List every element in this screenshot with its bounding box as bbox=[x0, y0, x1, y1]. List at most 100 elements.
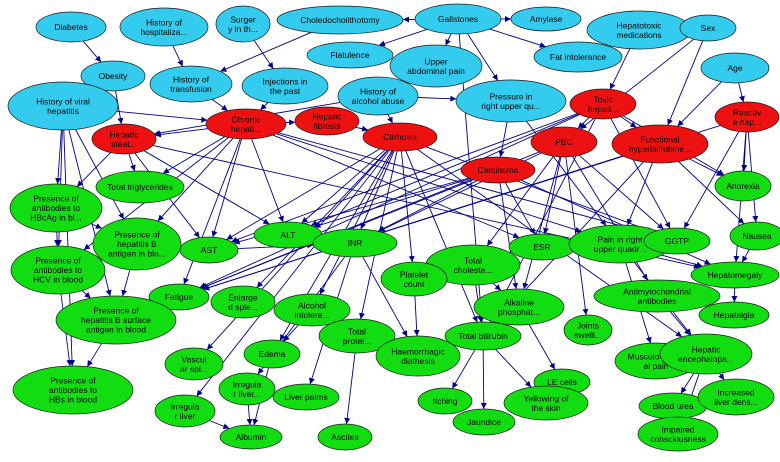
edge-pbc-to-esr bbox=[542, 156, 562, 235]
node-inr[interactable]: INR bbox=[312, 228, 398, 258]
edge-cirrhosis-to-inr bbox=[360, 150, 395, 230]
node-ellipse bbox=[659, 333, 753, 375]
edge-chronichep-to-hbag bbox=[157, 137, 234, 222]
node-ascites[interactable]: Ascites bbox=[317, 423, 373, 451]
edge-hepfibrosis-to-cirrhosis bbox=[355, 125, 369, 132]
node-functional[interactable]: Functionalhyperbilirubine... bbox=[611, 124, 709, 164]
edge-chronichep-to-steatosis bbox=[154, 128, 209, 138]
node-choledo[interactable]: Choledocholithotomy bbox=[276, 5, 404, 35]
node-edema[interactable]: Edema bbox=[243, 339, 301, 369]
node-chronichep[interactable]: Chronichepati... bbox=[205, 108, 287, 140]
node-ast[interactable]: AST bbox=[179, 236, 239, 264]
edge-inr-to-haemdiath bbox=[362, 256, 408, 337]
node-ellipse bbox=[698, 301, 770, 329]
nodes-layer: Diabetes History ofhospitaliza...Surgery … bbox=[7, 3, 780, 452]
node-hosp[interactable]: History ofhospitaliza... bbox=[119, 7, 209, 47]
node-ellipse bbox=[679, 14, 737, 42]
edge-hepenceph-to-bloodurea bbox=[680, 373, 695, 394]
node-ellipse bbox=[586, 10, 692, 50]
edge-cirrhosis-to-ast bbox=[226, 148, 381, 240]
node-sex[interactable]: Sex bbox=[679, 14, 737, 42]
node-fatintol[interactable]: Fat intolerance bbox=[533, 41, 623, 73]
node-hepenceph[interactable]: Hepaticencephalopa... bbox=[659, 333, 753, 375]
node-flatulence[interactable]: Flatulence bbox=[306, 41, 394, 69]
node-ellipse bbox=[510, 6, 582, 32]
node-jaundice[interactable]: Jaundice bbox=[452, 408, 516, 436]
node-gallstones[interactable]: Gallstones bbox=[414, 3, 502, 35]
node-steatosis[interactable]: Hepaticsteat... bbox=[91, 123, 157, 155]
node-bloodurea[interactable]: Blood urea bbox=[638, 392, 708, 420]
edge-toxichep-to-ast bbox=[231, 113, 578, 243]
node-toxichep[interactable]: Toxichepati... bbox=[569, 88, 637, 120]
node-ellipse bbox=[533, 41, 623, 73]
node-ellipse bbox=[7, 81, 119, 131]
node-alt[interactable]: ALT bbox=[253, 221, 323, 249]
node-hepatalgia[interactable]: Hepatalgia bbox=[698, 301, 770, 329]
node-age[interactable]: Age bbox=[700, 52, 770, 84]
node-pbc[interactable]: PBC bbox=[530, 126, 598, 158]
node-ellipse bbox=[210, 285, 276, 319]
node-cirrhosis[interactable]: Cirrhosis bbox=[362, 122, 438, 152]
node-triglyc[interactable]: Total triglycerides bbox=[95, 170, 185, 204]
node-amylase[interactable]: Amylase bbox=[510, 6, 582, 32]
node-ellipse bbox=[380, 261, 448, 297]
node-itching[interactable]: Itching bbox=[417, 387, 473, 415]
node-ellipse bbox=[241, 67, 329, 105]
edge-gallstones-to-pressure bbox=[467, 33, 499, 81]
node-hepatomegaly[interactable]: Hepatomegaly bbox=[690, 261, 780, 289]
node-ggtp[interactable]: GGTP bbox=[643, 227, 711, 255]
node-carcinoma[interactable]: Carcinoma bbox=[460, 156, 536, 184]
node-ellipse bbox=[306, 41, 394, 69]
node-totalbili[interactable]: Total bilirubin bbox=[444, 321, 522, 351]
node-ellipse bbox=[593, 279, 721, 313]
node-albumin[interactable]: Albumin bbox=[219, 424, 283, 450]
node-joints[interactable]: Jointsswelli... bbox=[563, 314, 613, 346]
edge-pbc-to-ggtp bbox=[578, 154, 664, 230]
edge-injections-to-chronichep bbox=[260, 102, 269, 111]
node-ellipse bbox=[55, 295, 177, 345]
node-ellipse bbox=[729, 221, 780, 251]
node-esr[interactable]: ESR bbox=[508, 233, 576, 261]
edge-nausea-to-hepatomegaly bbox=[741, 249, 750, 263]
node-anorexia[interactable]: Anorexia bbox=[714, 170, 772, 202]
edge-hepatotoxic-to-toxichep bbox=[609, 48, 631, 90]
node-ellipse bbox=[637, 416, 719, 452]
node-nausea[interactable]: Nausea bbox=[729, 221, 780, 251]
node-ellipse bbox=[318, 318, 396, 354]
node-ellipse bbox=[253, 221, 323, 249]
edge-sex-to-functional bbox=[667, 40, 704, 126]
node-diabetes[interactable]: Diabetes bbox=[35, 11, 107, 43]
edge-transfusion-to-chronichep bbox=[211, 99, 228, 112]
node-ellipse bbox=[80, 60, 146, 92]
node-liverpalms[interactable]: Liver palms bbox=[272, 383, 340, 411]
node-ellipse bbox=[179, 236, 239, 264]
node-alkphos[interactable]: Alkalinephosphat... bbox=[473, 288, 565, 326]
node-ellipse bbox=[690, 261, 780, 289]
